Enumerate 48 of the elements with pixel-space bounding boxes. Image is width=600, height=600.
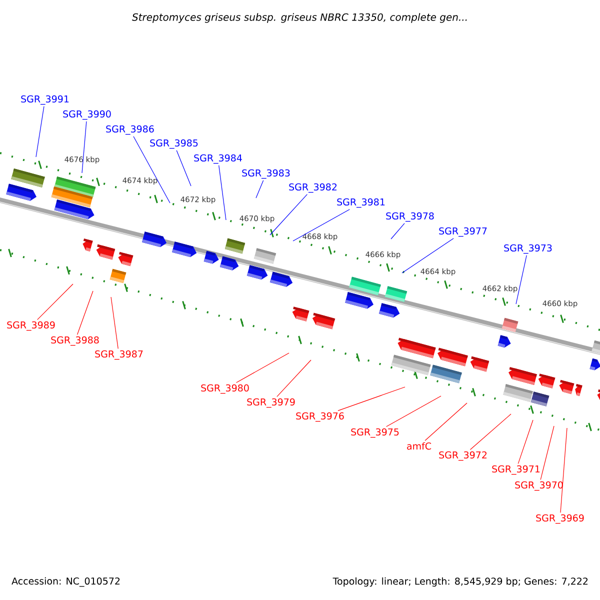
gene-label: SGR_3985 bbox=[150, 139, 198, 149]
gene-label: SGR_3978 bbox=[386, 212, 434, 222]
gene-label: SGR_3973 bbox=[504, 244, 552, 254]
leader-line bbox=[37, 284, 74, 320]
gene-label: SGR_3969 bbox=[536, 514, 584, 524]
gene-label: SGR_3975 bbox=[351, 428, 399, 438]
leader-line bbox=[386, 396, 442, 427]
leader-line bbox=[402, 238, 454, 274]
gene-label: SGR_3984 bbox=[194, 154, 242, 164]
leader-line bbox=[338, 386, 406, 411]
leader-line bbox=[540, 426, 554, 480]
leader-line bbox=[218, 165, 226, 220]
leader-line bbox=[516, 255, 527, 304]
gene-label: SGR_3983 bbox=[242, 169, 290, 179]
gene-label: SGR_3979 bbox=[247, 398, 295, 408]
title: Streptomyces griseus subsp. griseus NBRC 13350, complete gen... bbox=[132, 13, 467, 23]
summary-label: Topology: linear; Length: 8,545,929 bp; Genes: 7,222 bbox=[332, 577, 588, 587]
gene-label: SGR_3991 bbox=[21, 95, 69, 105]
leader-line bbox=[276, 360, 312, 397]
leader-line bbox=[236, 352, 290, 383]
leader-line bbox=[390, 223, 405, 240]
leader-line bbox=[110, 296, 118, 349]
leader-line bbox=[176, 150, 192, 186]
gene-label: SGR_3976 bbox=[296, 412, 344, 422]
gene-label: SGR_3977 bbox=[439, 227, 487, 237]
gene-label: SGR_3989 bbox=[7, 321, 55, 331]
gene-label: SGR_3987 bbox=[95, 350, 143, 360]
leader-line bbox=[133, 136, 170, 204]
accession-label: Accession: NC_010572 bbox=[12, 577, 120, 587]
gene-label: SGR_3990 bbox=[63, 110, 111, 120]
leader-line bbox=[82, 121, 87, 174]
leader-line bbox=[518, 420, 534, 464]
gene-label: SGR_3971 bbox=[492, 465, 540, 475]
leader-line bbox=[76, 290, 94, 335]
leader-line bbox=[424, 402, 468, 441]
gene-label: SGR_3988 bbox=[51, 336, 99, 346]
gene-label: SGR_3972 bbox=[439, 451, 487, 461]
leader-line bbox=[470, 414, 512, 450]
gene-label: SGR_3986 bbox=[106, 125, 154, 135]
leader-line bbox=[36, 106, 44, 158]
gene-label: SGR_3982 bbox=[289, 183, 337, 193]
leader-line bbox=[270, 194, 308, 236]
leader-line bbox=[256, 180, 264, 198]
gene-label: amfC bbox=[407, 442, 432, 450]
gene-label: SGR_3981 bbox=[337, 198, 385, 208]
gene-label: SGR_3980 bbox=[201, 384, 249, 394]
leader-line bbox=[560, 428, 568, 513]
leader-line bbox=[292, 209, 350, 242]
